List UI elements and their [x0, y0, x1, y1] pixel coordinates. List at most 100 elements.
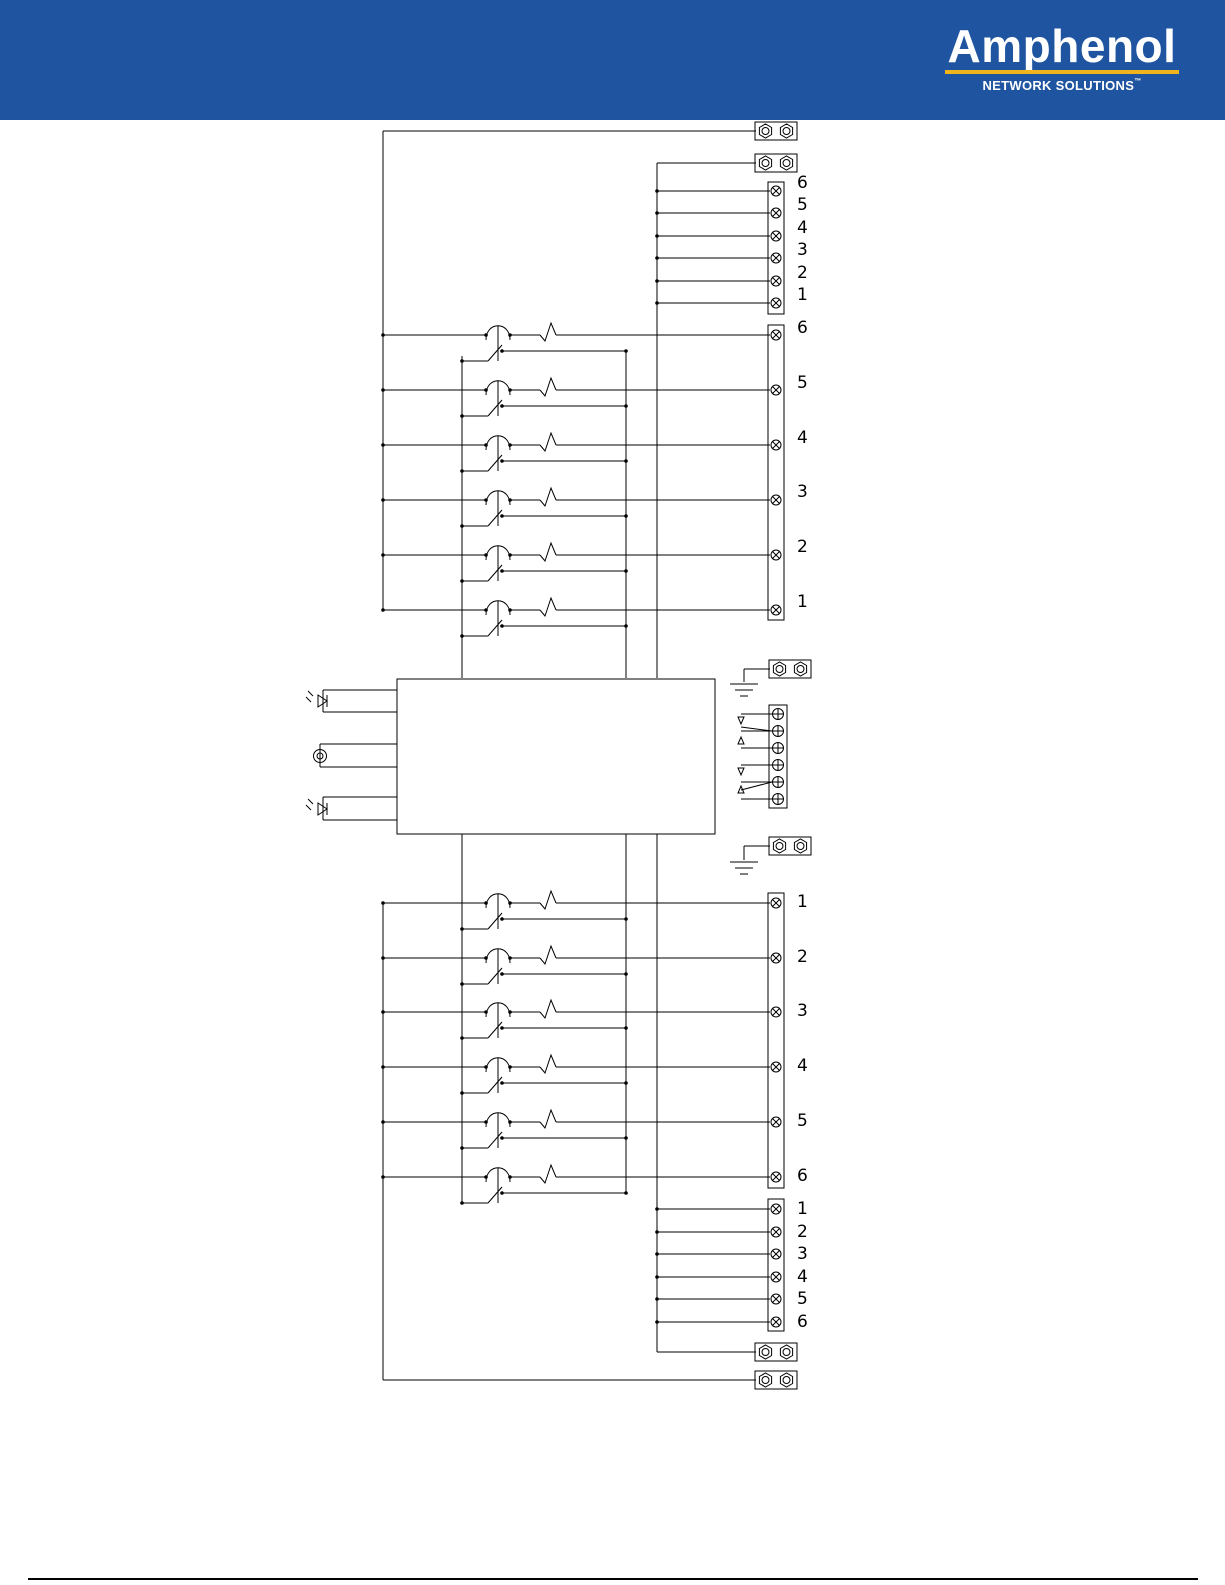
- terminal-number-label: 4: [797, 1056, 808, 1076]
- ground-stud-block: [755, 122, 797, 140]
- led-ray: [306, 805, 311, 810]
- circuit-breaker-icon: [460, 598, 628, 638]
- stud-nut-icon: [780, 1373, 792, 1387]
- stud: [762, 160, 769, 167]
- breaker-lever: [488, 1077, 502, 1093]
- terminal-screw-icon: [771, 186, 781, 196]
- terminal-screw-icon: [771, 953, 781, 963]
- terminal-strip-body: [768, 182, 784, 314]
- terminal-screw-icon: [771, 298, 781, 308]
- junction-dot: [500, 624, 504, 628]
- junction-dot: [484, 608, 488, 612]
- junction-dot: [655, 1230, 659, 1234]
- breaker-thermal-element: [540, 1000, 556, 1018]
- junction-dot: [624, 1191, 628, 1195]
- junction-dot: [655, 234, 659, 238]
- junction-dot: [624, 972, 628, 976]
- hex-nut: [780, 156, 792, 170]
- terminal-screw-icon: [771, 253, 781, 263]
- junction-dot: [500, 917, 504, 921]
- terminal-number-label: 6: [797, 1166, 808, 1186]
- hex-nut: [773, 662, 785, 676]
- stud-nut-icon: [773, 662, 785, 676]
- stud-nut-icon: [780, 156, 792, 170]
- relay-arrow: [738, 768, 744, 775]
- relay-arrow: [738, 717, 744, 724]
- junction-dot: [484, 956, 488, 960]
- junction-dot: [624, 1026, 628, 1030]
- junction-dot: [624, 1136, 628, 1140]
- relay-terminal-strip-body: [769, 705, 787, 808]
- terminal-screw-icon: [771, 330, 781, 340]
- terminal-screw-icon: [773, 760, 784, 771]
- terminal-number-label: 6: [797, 173, 808, 193]
- circuit-breaker-icon: [460, 488, 628, 528]
- circuit-breaker-icon: [460, 323, 628, 363]
- hex-nut: [759, 1373, 771, 1387]
- stud-nut-icon: [759, 124, 771, 138]
- stud-nut-icon: [780, 124, 792, 138]
- led-icon: [306, 691, 327, 707]
- terminal-number-label: 2: [797, 263, 808, 283]
- circuit-breaker-icon: [460, 1165, 628, 1205]
- terminal-screw-icon: [771, 1317, 781, 1327]
- ground-stud-block: [755, 154, 797, 172]
- terminal-number-label: 4: [797, 218, 808, 238]
- terminal-screw-icon: [773, 709, 784, 720]
- junction-dot: [624, 1081, 628, 1085]
- ground-stud-block: [769, 660, 811, 678]
- stud: [797, 843, 804, 850]
- stud: [762, 128, 769, 135]
- junction-dot: [624, 917, 628, 921]
- breaker-thermal-element: [540, 323, 556, 341]
- junction-dot: [624, 514, 628, 518]
- hex-nut: [794, 839, 806, 853]
- stud: [762, 1349, 769, 1356]
- stud: [762, 1377, 769, 1384]
- breaker-lever: [488, 620, 502, 636]
- junction-dot: [655, 1275, 659, 1279]
- junction-dot: [484, 388, 488, 392]
- breaker-thermal-element: [540, 1110, 556, 1128]
- junction-dot: [381, 443, 385, 447]
- breaker-lever: [488, 1132, 502, 1148]
- stud: [783, 128, 790, 135]
- circuit-breaker-icon: [460, 433, 628, 473]
- breaker-lever: [488, 913, 502, 929]
- terminal-number-label: 5: [797, 373, 808, 393]
- terminal-number-label: 4: [797, 1267, 808, 1287]
- hex-nut: [780, 1345, 792, 1359]
- terminal-screw-icon: [771, 495, 781, 505]
- terminal-strip-body: [768, 325, 784, 620]
- control-module-box: [397, 679, 715, 834]
- circuit-breaker-icon: [460, 1000, 628, 1040]
- relay-arrow: [738, 737, 744, 744]
- stud-nut-icon: [759, 1345, 771, 1359]
- terminal-number-label: 6: [797, 1312, 808, 1332]
- terminal-number-label: 2: [797, 1222, 808, 1242]
- circuit-breaker-icon: [460, 891, 628, 931]
- terminal-screw-icon: [771, 898, 781, 908]
- breaker-thermal-element: [540, 433, 556, 451]
- junction-dot: [500, 972, 504, 976]
- junction-dot: [484, 443, 488, 447]
- junction-dot: [500, 1136, 504, 1140]
- terminal-number-label: 3: [797, 1001, 808, 1021]
- junction-dot: [655, 256, 659, 260]
- terminal-screw-icon: [771, 1117, 781, 1127]
- breaker-thermal-element: [540, 543, 556, 561]
- junction-dot: [381, 1065, 385, 1069]
- junction-dot: [624, 459, 628, 463]
- junction-dot: [484, 1120, 488, 1124]
- junction-dot: [484, 901, 488, 905]
- breaker-lever: [488, 1187, 502, 1203]
- junction-dot: [655, 211, 659, 215]
- hex-nut: [759, 156, 771, 170]
- junction-dot: [500, 569, 504, 573]
- junction-dot: [655, 1207, 659, 1211]
- stud-nut-icon: [794, 662, 806, 676]
- junction-dot: [381, 1010, 385, 1014]
- junction-dot: [624, 404, 628, 408]
- terminal-screw-icon: [771, 550, 781, 560]
